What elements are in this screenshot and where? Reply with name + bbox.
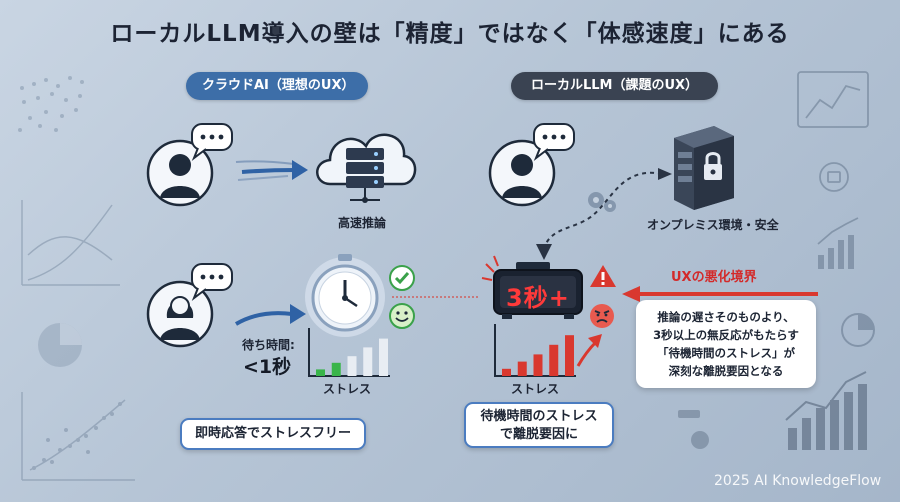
stress-bar bbox=[565, 335, 574, 376]
curve-chart-watermark bbox=[21, 200, 120, 286]
boundary-arrow bbox=[622, 286, 818, 302]
local-callout-line2: で離脱要因に bbox=[499, 427, 578, 442]
check-icon bbox=[389, 265, 415, 291]
warning-icon bbox=[590, 265, 616, 287]
local-user bbox=[488, 123, 575, 207]
person-icon bbox=[160, 154, 200, 198]
local-stress-label: ストレス bbox=[511, 382, 560, 396]
timer-display-text: 3秒+ bbox=[506, 284, 570, 312]
cloud-stress-label: ストレス bbox=[323, 382, 372, 396]
bar-chart-watermark-right bbox=[785, 371, 867, 450]
stress-bar bbox=[549, 344, 559, 376]
stress-bar bbox=[363, 347, 373, 376]
stress-bar bbox=[331, 362, 341, 376]
digital-timer-icon bbox=[481, 255, 583, 319]
blocks-watermark bbox=[678, 410, 709, 449]
line-chart-watermark bbox=[797, 71, 869, 128]
boundary-dashed-line bbox=[392, 296, 480, 298]
stress-axis bbox=[308, 328, 390, 377]
boundary-note: 推論の遅さそのものより、 3秒以上の無反応がもたらす 「待機時間のストレス」が … bbox=[636, 300, 816, 388]
wait-arrow bbox=[234, 304, 306, 326]
chat-bubble-icon bbox=[191, 263, 233, 301]
stress-bar bbox=[347, 356, 357, 376]
lock-server-icon bbox=[674, 126, 734, 210]
local-callout-line1: 待機時間のストレス bbox=[480, 409, 598, 424]
chat-bubble-icon bbox=[191, 123, 233, 161]
chat-bubble-icon bbox=[533, 123, 575, 161]
wait-time-value: <1秒 bbox=[243, 356, 292, 378]
dotted-flow-arrow bbox=[536, 168, 672, 260]
fast-arrow bbox=[235, 160, 308, 181]
refresh-watermark bbox=[819, 162, 849, 192]
fast-inference-label: 高速推論 bbox=[338, 216, 387, 230]
person-icon bbox=[160, 296, 200, 340]
scatter-watermark bbox=[21, 392, 135, 481]
stress-axis bbox=[494, 324, 576, 377]
wait-time-label: 待ち時間: bbox=[242, 338, 295, 352]
stress-bar bbox=[517, 361, 527, 376]
note-line-3: 「待機時間のストレス」が bbox=[657, 346, 795, 360]
note-line-1: 推論の遅さそのものより、 bbox=[657, 310, 795, 324]
note-line-4: 深刻な離脱要因となる bbox=[668, 364, 784, 378]
local-llm-pill: ローカルLLM（課題のUX） bbox=[511, 72, 718, 100]
onprem-label: オンプレミス環境・安全 bbox=[647, 218, 779, 232]
person-icon bbox=[502, 154, 542, 198]
local-callout: 待機時間のストレス で離脱要因に bbox=[464, 402, 614, 448]
stopwatch-icon bbox=[305, 254, 385, 337]
smile-icon bbox=[389, 303, 415, 329]
credit-text: 2025 AI KnowledgeFlow bbox=[714, 473, 882, 489]
ux-boundary-label: UXの悪化境界 bbox=[671, 270, 757, 285]
stress-bar bbox=[533, 354, 543, 376]
stress-bar bbox=[316, 369, 325, 376]
stress-up-arrow bbox=[576, 334, 602, 367]
cloud-user-top bbox=[146, 123, 233, 207]
stress-bar bbox=[502, 368, 511, 376]
stress-bar bbox=[379, 338, 388, 376]
cloud-callout-text: 即時応答でストレスフリー bbox=[194, 426, 351, 441]
gear-icon bbox=[588, 192, 616, 212]
page-title: ローカルLLM導入の壁は「精度」ではなく「体感速度」にある bbox=[110, 21, 790, 47]
pie-watermark bbox=[38, 323, 82, 367]
local-stress-chart bbox=[494, 324, 576, 377]
angry-icon bbox=[590, 304, 614, 328]
cloud-callout: 即時応答でストレスフリー bbox=[180, 418, 366, 450]
cloud-server-icon bbox=[316, 133, 417, 203]
cloud-ai-pill: クラウドAI（理想のUX） bbox=[186, 72, 368, 100]
pie-watermark-right bbox=[841, 313, 875, 347]
cloud-stress-chart bbox=[308, 328, 390, 377]
cloud-user-bottom bbox=[146, 263, 233, 348]
bars-watermark bbox=[817, 217, 859, 269]
dot-pattern-left bbox=[18, 76, 84, 132]
note-line-2: 3秒以上の無反応がもたらす bbox=[653, 328, 799, 342]
